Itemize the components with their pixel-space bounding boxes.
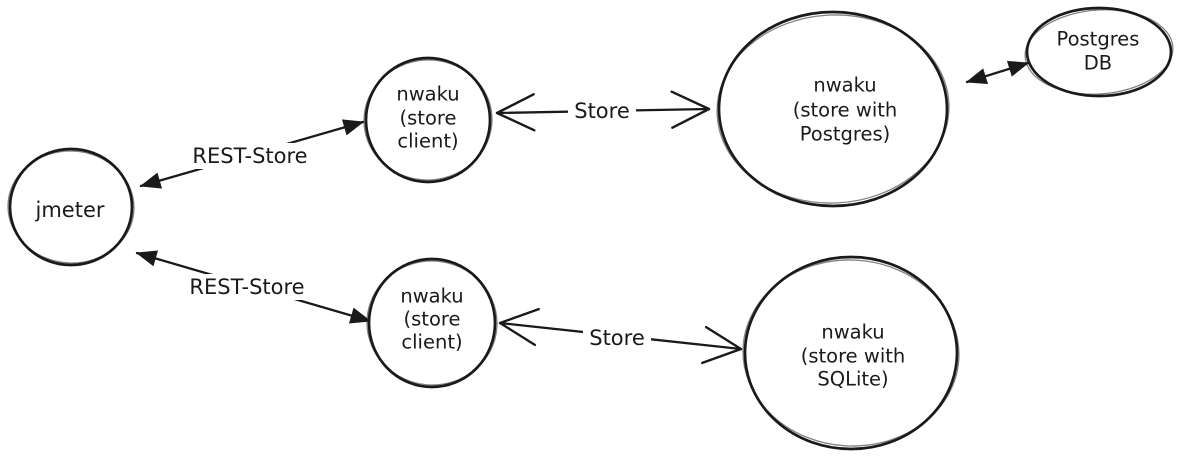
node-nwaku-store-client-top-label-line: (store (400, 107, 457, 130)
node-nwaku-store-postgres-label-line: nwaku (813, 74, 876, 97)
node-nwaku-store-client-top: nwaku (store client) (363, 56, 493, 184)
edge-store-top: Store (495, 90, 711, 132)
node-nwaku-store-client-bottom-shape (367, 257, 497, 389)
node-nwaku-store-postgres-sketch-stroke (716, 14, 950, 204)
edge-store-bottom: Store (498, 307, 743, 365)
edge-rest-store-bottom-label: REST-Store (189, 275, 304, 299)
node-nwaku-store-client-bottom-label-line: (store (404, 308, 461, 331)
edge-rest-store-bottom: REST-Store (135, 250, 372, 324)
node-nwaku-store-client-bottom-label-line: client) (401, 331, 462, 354)
edge-store-bottom-label: Store (589, 326, 645, 350)
node-nwaku-store-sqlite-sketch-stroke (742, 259, 960, 447)
node-postgres-db: Postgres DB (1024, 6, 1174, 98)
edge-rest-store-top: REST-Store (139, 119, 365, 189)
node-nwaku-store-client-bottom-label-line: nwaku (400, 285, 463, 308)
node-nwaku-store-postgres: nwaku (store with Postgres) (716, 10, 950, 208)
node-nwaku-store-postgres-label-line: Postgres) (800, 123, 891, 146)
node-jmeter-sketch-stroke (7, 150, 135, 264)
edge-store-top-label-bg (568, 99, 636, 123)
node-nwaku-store-sqlite: nwaku (store with SQLite) (742, 255, 960, 451)
node-nwaku-store-client-top-label-line: nwaku (396, 83, 459, 106)
edge-rest-store-top-label-bg (184, 143, 316, 169)
node-nwaku-store-sqlite-label-line: nwaku (821, 321, 884, 344)
node-nwaku-store-sqlite-shape (743, 255, 959, 451)
node-nwaku-store-client-top-label-line: client) (397, 130, 458, 153)
edge-store-bottom-label-bg (583, 326, 651, 350)
node-jmeter: jmeter (7, 147, 135, 267)
node-jmeter-label: jmeter (35, 198, 105, 222)
node-postgres-db-label-line: Postgres (1057, 28, 1140, 51)
edge-db-link-line (965, 60, 1030, 85)
node-postgres-db-shape (1025, 6, 1173, 98)
node-nwaku-store-postgres-shape (717, 10, 949, 208)
node-nwaku-store-sqlite-label-line: (store with (801, 345, 906, 368)
node-nwaku-store-client-top-shape (364, 56, 492, 184)
edge-store-top-label: Store (574, 99, 630, 123)
node-nwaku-store-postgres-label-line: (store with (793, 99, 898, 122)
node-postgres-db-label-line: DB (1084, 52, 1112, 75)
node-nwaku-store-client-top-sketch-stroke (363, 59, 493, 181)
edge-rest-store-bottom-label-bg (181, 274, 313, 300)
node-jmeter-shape (8, 147, 134, 267)
edge-rest-store-top-label: REST-Store (192, 144, 307, 168)
edge-db-link (965, 60, 1030, 85)
node-nwaku-store-client-bottom: nwaku (store client) (366, 257, 498, 389)
node-nwaku-store-sqlite-label-line: SQLite) (817, 368, 888, 391)
node-nwaku-store-client-bottom-sketch-stroke (366, 260, 498, 386)
node-postgres-db-sketch-stroke (1024, 9, 1174, 95)
